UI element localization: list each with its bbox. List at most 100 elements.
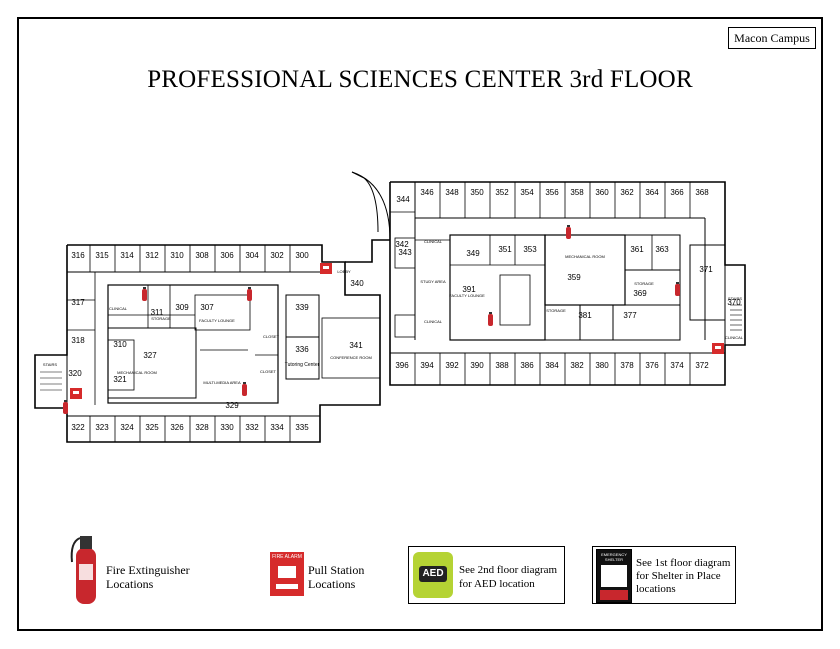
label-stairs-e: STAIRS <box>728 296 742 301</box>
room-number: 340 <box>350 279 364 288</box>
room-number: 358 <box>570 188 584 197</box>
room-number: 320 <box>68 369 82 378</box>
legend-fire-extinguisher: Fire Extinguisher Locations <box>106 563 190 591</box>
pull-station-icon <box>712 343 724 354</box>
shelter-sign-icon: EMERGENCY SHELTER <box>596 549 632 603</box>
campus-label: Macon Campus <box>728 27 816 49</box>
room-number: 391 <box>462 285 476 294</box>
room-number: 309 <box>175 303 189 312</box>
room-number: 335 <box>295 423 309 432</box>
fire-extinguisher-legend-icon <box>70 536 96 604</box>
room-number: 310 <box>113 340 127 349</box>
room-number: 321 <box>113 375 127 384</box>
area-labels: LOBBY CONFERENCE ROOM Tutoring Center ME… <box>43 239 744 385</box>
label-multimedia: MULTI-MEDIA AREA <box>203 380 241 385</box>
label-closet-1: CLOSET <box>263 334 280 339</box>
room-number: 343 <box>398 248 412 257</box>
room-number: 342 <box>395 240 409 249</box>
label-storage-3: STORAGE <box>546 308 566 313</box>
room-number: 304 <box>245 251 259 260</box>
room-number: 323 <box>95 423 109 432</box>
fire-extinguisher-icon <box>566 225 571 239</box>
room-number: 364 <box>645 188 659 197</box>
room-number: 308 <box>195 251 209 260</box>
legend-aed: See 2nd floor diagram for AED location <box>459 564 558 590</box>
room-number: 371 <box>699 265 713 274</box>
fire-extinguisher-icon <box>247 287 252 301</box>
label-study-area: STUDY AREA <box>420 279 446 284</box>
label-clinical-3: CLINICAL <box>424 319 443 324</box>
aed-legend-box <box>408 546 565 604</box>
label-clinical-2: CLINICAL <box>424 239 443 244</box>
pull-station-icon <box>320 263 332 274</box>
room-number: 322 <box>71 423 85 432</box>
room-number: 311 <box>151 308 164 317</box>
room-number: 384 <box>545 361 559 370</box>
room-number: 388 <box>495 361 509 370</box>
room-number: 336 <box>295 345 309 354</box>
room-number: 359 <box>567 273 581 282</box>
room-number: 329 <box>225 401 239 410</box>
label-mechanical-e: MECHANICAL ROOM <box>565 254 605 259</box>
label-faculty-lounge: FACULTY LOUNGE <box>199 318 235 323</box>
room-number: 339 <box>295 303 309 312</box>
room-number: 325 <box>145 423 159 432</box>
room-number: 353 <box>523 245 537 254</box>
label-closet-2: CLOSET <box>260 369 277 374</box>
room-number: 372 <box>695 361 709 370</box>
room-number: 344 <box>396 195 410 204</box>
fire-extinguisher-icon <box>488 312 493 326</box>
label-mechanical-w: MECHANICAL ROOM <box>117 370 157 375</box>
room-number: 392 <box>445 361 459 370</box>
room-number: 348 <box>445 188 459 197</box>
room-number: 369 <box>633 289 647 298</box>
room-number: 361 <box>630 245 644 254</box>
pull-station-markers <box>70 263 724 399</box>
label-tutoring: Tutoring Center <box>285 362 320 368</box>
room-number: 341 <box>349 341 363 350</box>
room-number: 366 <box>670 188 684 197</box>
room-number: 356 <box>545 188 559 197</box>
aed-device-icon: AED <box>413 552 453 598</box>
label-faculty-lounge-e: FACULTY LOUNGE <box>449 293 485 298</box>
room-number: 327 <box>143 351 157 360</box>
label-clinical-4: CLINICAL <box>725 335 744 340</box>
room-number: 378 <box>620 361 634 370</box>
room-number: 332 <box>245 423 259 432</box>
room-number: 396 <box>395 361 409 370</box>
floor-title: PROFESSIONAL SCIENCES CENTER 3rd FLOOR <box>147 66 693 93</box>
shelter-legend-box <box>592 546 736 604</box>
room-number: 363 <box>655 245 669 254</box>
legend-pull-station: Pull Station Locations <box>308 563 365 591</box>
room-number: 346 <box>420 188 434 197</box>
room-number: 386 <box>520 361 534 370</box>
room-number: 349 <box>466 249 480 258</box>
room-number: 312 <box>145 251 159 260</box>
room-number: 381 <box>578 311 592 320</box>
room-number: 394 <box>420 361 434 370</box>
room-number: 390 <box>470 361 484 370</box>
room-number: 317 <box>71 298 85 307</box>
room-number: 354 <box>520 188 534 197</box>
room-number: 318 <box>71 336 85 345</box>
pull-station-icon <box>70 388 82 399</box>
label-lobby: LOBBY <box>337 269 351 274</box>
room-number: 326 <box>170 423 184 432</box>
fire-extinguisher-icon <box>242 382 247 396</box>
room-number: 382 <box>570 361 584 370</box>
room-number: 307 <box>200 303 214 312</box>
room-number: 352 <box>495 188 509 197</box>
extinguisher-markers <box>63 225 680 414</box>
room-number: 306 <box>220 251 234 260</box>
room-number: 324 <box>120 423 134 432</box>
map-frame <box>17 17 823 631</box>
label-clinical-1: CLINICAL <box>109 306 128 311</box>
room-number: 377 <box>623 311 637 320</box>
room-number: 380 <box>595 361 609 370</box>
room-number: 362 <box>620 188 634 197</box>
room-number: 330 <box>220 423 234 432</box>
room-number: 360 <box>595 188 609 197</box>
room-number: 370 <box>727 298 741 307</box>
